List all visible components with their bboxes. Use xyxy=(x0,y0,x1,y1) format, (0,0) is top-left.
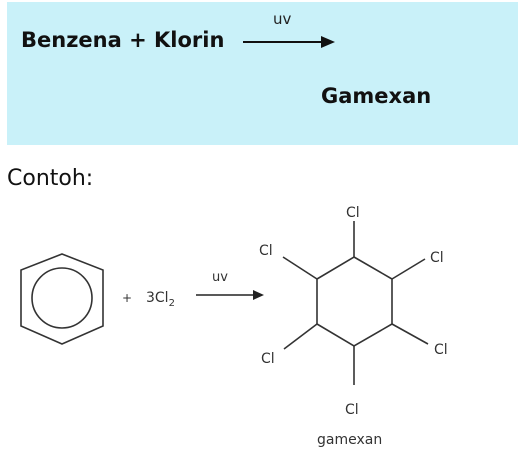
reaction-arrow-icon xyxy=(243,36,335,48)
example-reaction-scheme: + 3Cl2 uv Cl Cl Cl Cl Cl Cl gamexan xyxy=(20,205,448,448)
bond-top-left xyxy=(282,256,318,280)
gamexan-structure xyxy=(282,221,429,385)
scheme-arrow-head-icon xyxy=(253,290,264,300)
benzene-structure xyxy=(20,253,104,345)
chlorine-bottom-left: Cl xyxy=(261,351,275,367)
reaction-summary-box: Benzena + Klorin uv Gamexan xyxy=(7,2,518,145)
bond-bottom-right xyxy=(391,323,429,345)
chlorine-bottom: Cl xyxy=(345,402,359,418)
chlorine-reagent: 3Cl2 xyxy=(146,290,175,309)
chlorine-reagent-main: 3Cl xyxy=(146,290,169,306)
example-heading: Contoh: xyxy=(7,166,94,191)
chlorine-top-left: Cl xyxy=(259,243,273,259)
benzene-hexagon xyxy=(20,253,104,345)
bond-bottom-left xyxy=(283,323,318,350)
product-label: Gamexan xyxy=(321,84,432,108)
reactants-label: Benzena + Klorin xyxy=(21,28,225,52)
chlorine-reagent-subscript: 2 xyxy=(169,298,175,309)
condition-label: uv xyxy=(273,10,292,28)
benzene-aromatic-circle xyxy=(31,267,93,329)
scheme-condition-label: uv xyxy=(212,270,228,285)
chlorine-bottom-right: Cl xyxy=(434,342,448,358)
product-name-label: gamexan xyxy=(317,432,382,448)
cyclohexane-ring xyxy=(316,256,393,347)
chlorine-top-right: Cl xyxy=(430,250,444,266)
bond-top-right xyxy=(391,258,426,280)
plus-sign: + xyxy=(122,291,132,305)
substituent-labels: Cl Cl Cl Cl Cl Cl xyxy=(259,205,448,418)
chlorine-top: Cl xyxy=(346,205,360,221)
